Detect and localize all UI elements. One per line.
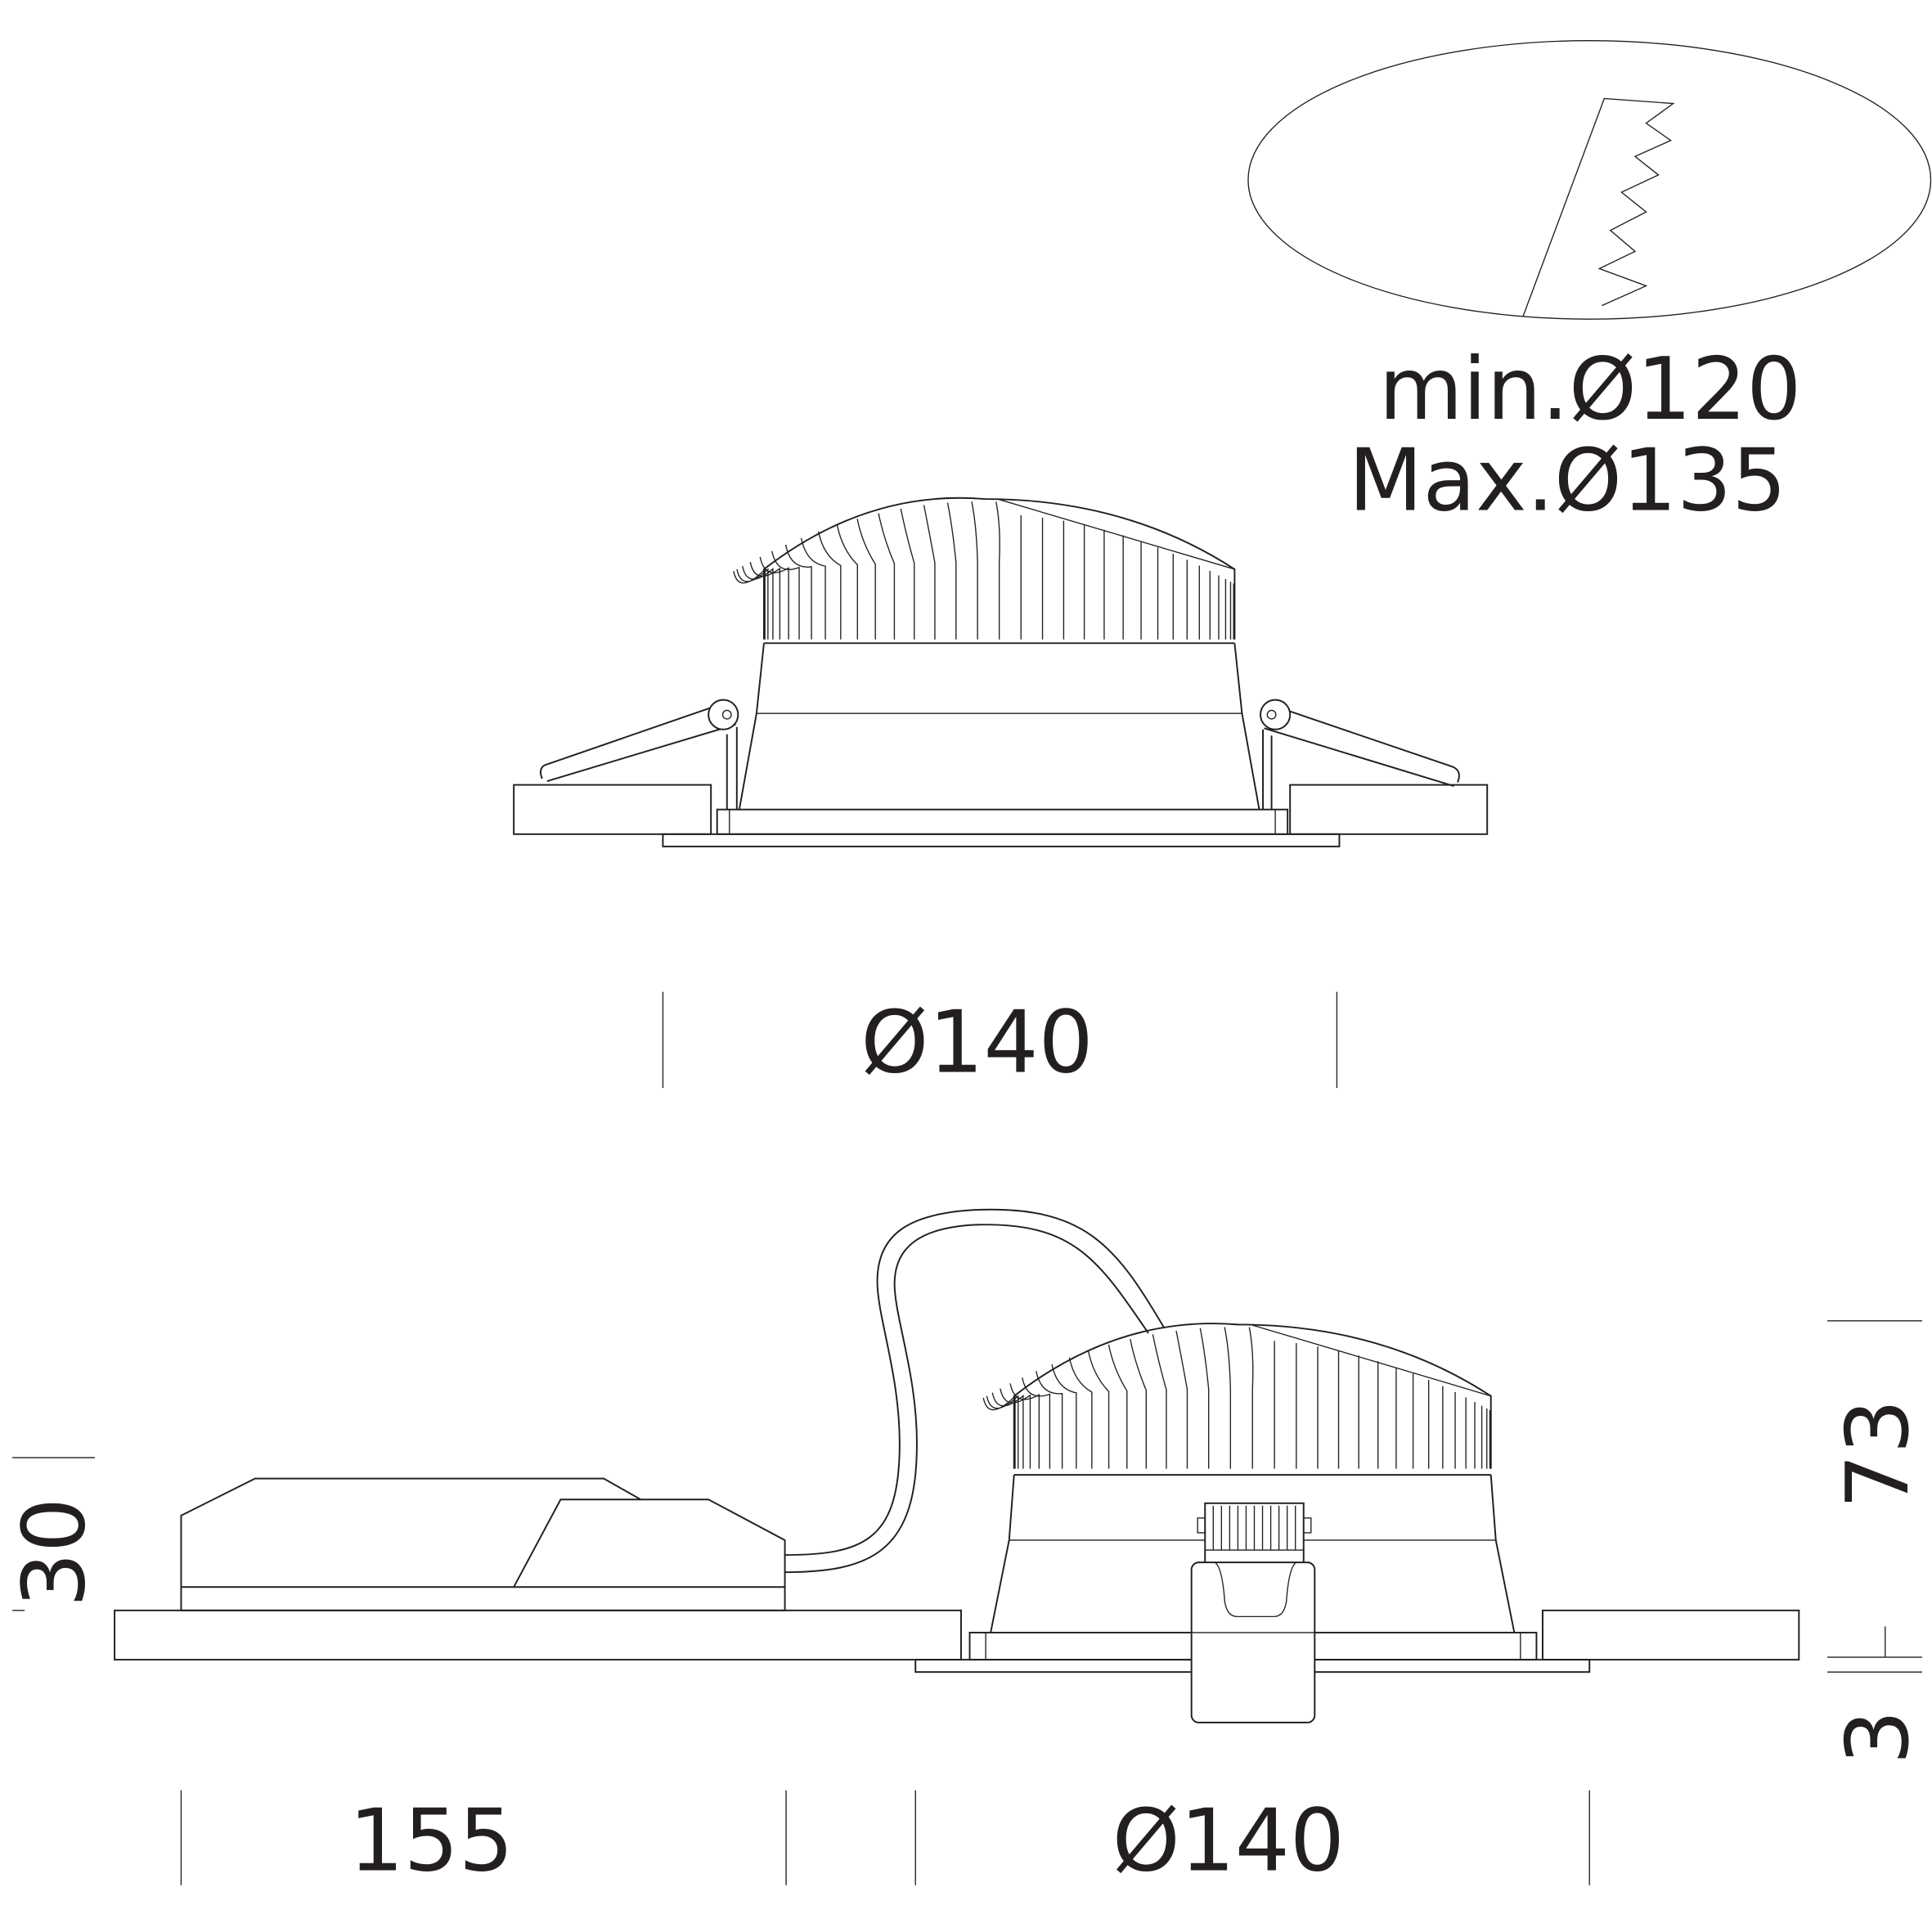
heatsink-fin	[1087, 1350, 1110, 1469]
heatsink-fin	[1036, 1371, 1063, 1469]
heatsink-fin	[733, 568, 766, 640]
ceiling-left	[513, 784, 712, 835]
heatsink-fin	[878, 513, 896, 640]
heatsink-fin	[1051, 1364, 1077, 1469]
cutout-break-line	[1522, 97, 1675, 317]
heatsink-fin	[736, 568, 769, 640]
top-diameter-label: Ø140	[860, 992, 1093, 1093]
bottom-diameter-label: Ø140	[1112, 1790, 1345, 1891]
cable	[784, 1208, 1166, 1574]
heatsink-fin	[1000, 1388, 1031, 1469]
driver-height-label: 30	[3, 1498, 104, 1607]
heatsink-fin	[856, 519, 876, 640]
cutout-min-label: min.Ø120	[1379, 339, 1802, 439]
body	[738, 643, 1260, 810]
flange	[716, 808, 1289, 835]
heatsink-fin	[800, 537, 826, 640]
cutout-diagram: min.Ø120 Max.Ø135	[1247, 40, 1932, 531]
heatsink-fin	[971, 501, 978, 640]
cutout-max-label: Max.Ø135	[1349, 430, 1787, 531]
heatsink-fin	[817, 531, 842, 640]
heatsink-fin	[946, 502, 957, 640]
driver-length-label: 155	[349, 1790, 514, 1891]
heatsink-fin	[923, 505, 936, 640]
heatsink-fin	[1009, 1383, 1040, 1469]
heatsink-fin	[742, 565, 774, 640]
heatsink-fin	[836, 524, 858, 640]
heatsink-fin	[784, 544, 812, 640]
heatsink-fin	[991, 1392, 1024, 1469]
top-luminaire-view: Ø140	[513, 496, 1489, 1093]
heatsink-fin	[900, 508, 915, 640]
heatsink-fin	[1068, 1357, 1093, 1469]
heatsink-fin	[771, 550, 800, 640]
cutout-ellipse	[1247, 40, 1932, 320]
heatsink-fin	[982, 1395, 1016, 1469]
heatsink-fins	[982, 1323, 1492, 1469]
heatsink-fin	[749, 561, 781, 640]
heatsink-fin	[1175, 1330, 1188, 1469]
driver-box	[180, 1477, 786, 1611]
heatsink-fins	[733, 496, 1236, 640]
heatsink-fin	[1199, 1328, 1210, 1469]
heatsink-fin	[1108, 1344, 1128, 1469]
heatsink-fin	[759, 556, 789, 640]
heatsink-fin	[1224, 1327, 1232, 1469]
ceiling-left	[114, 1609, 962, 1661]
ceiling-right	[1289, 784, 1489, 835]
heatsink-fin	[1022, 1377, 1051, 1469]
heatsink-fin	[986, 1395, 1019, 1469]
trim-plate	[662, 833, 1341, 847]
spring-clip-left	[540, 699, 739, 810]
spring-clip-right	[1260, 699, 1460, 810]
heatsink-outline	[762, 496, 1236, 640]
heatsink-fin	[1248, 1327, 1254, 1469]
heatsink-fin	[995, 501, 1000, 640]
heatsink-fin	[1152, 1334, 1167, 1469]
total-height-label: 73	[1827, 1399, 1928, 1508]
ceiling-right	[1542, 1609, 1800, 1661]
heatsink-outline	[1013, 1323, 1492, 1469]
side-assembly-view: 155 Ø140 30 73 3	[3, 1208, 1928, 1891]
module-connector	[1190, 1502, 1316, 1723]
trim-thickness-label: 3	[1827, 1710, 1928, 1764]
heatsink-fin	[1130, 1338, 1147, 1469]
